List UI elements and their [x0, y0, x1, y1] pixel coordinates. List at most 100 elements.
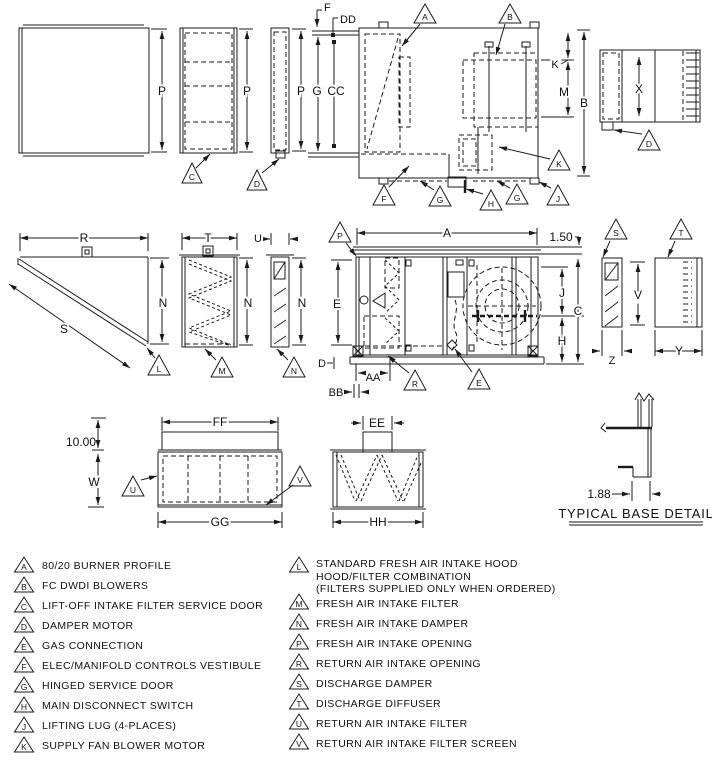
dim-label-u: U — [254, 233, 262, 245]
callout-e: E — [454, 348, 491, 390]
svg-text:J: J — [556, 194, 560, 204]
svg-text:L: L — [157, 364, 162, 374]
svg-text:A: A — [422, 12, 428, 22]
svg-text:HOOD/FILTER COMBINATION: HOOD/FILTER COMBINATION — [316, 571, 471, 583]
dim-label-a: A — [443, 226, 451, 240]
dim-label-b: B — [580, 96, 588, 110]
callout-t: T — [667, 217, 693, 258]
legend-item-u: U RETURN AIR INTAKE FILTER — [288, 713, 468, 730]
view-base-detail: 1.88 TYPICAL BASE DETAIL — [558, 392, 712, 526]
callout-l: L — [146, 347, 171, 376]
svg-text:R: R — [412, 379, 418, 389]
svg-text:LIFTING LUG (4-PLACES): LIFTING LUG (4-PLACES) — [42, 720, 176, 732]
svg-text:DISCHARGE DIFFUSER: DISCHARGE DIFFUSER — [316, 698, 441, 710]
view-discharge-damper: S V Z — [592, 217, 645, 369]
svg-text:T: T — [678, 228, 683, 238]
legend-item-k: K SUPPLY FAN BLOWER MOTOR — [13, 736, 205, 753]
view-fresh-air-hood: R S N L — [8, 229, 171, 376]
dim-label-e: E — [333, 297, 341, 311]
callout-v: V — [265, 464, 312, 506]
view-return-hood-front: FF 10.00 W U V GG — [66, 413, 312, 531]
dim-label-n-2: N — [244, 296, 253, 310]
dim-label-hh: HH — [369, 515, 386, 529]
svg-text:FRESH AIR INTAKE OPENING: FRESH AIR INTAKE OPENING — [316, 638, 472, 650]
view-fresh-air-filter: T N M — [179, 229, 254, 378]
legend-item-f: F ELEC/MANIFOLD CONTROLS VESTIBULE — [13, 656, 261, 673]
view-intake-filter-door: P C — [179, 27, 253, 184]
callout-a: A — [401, 3, 437, 47]
legend-item-n: N FRESH AIR INTAKE DAMPER — [288, 613, 469, 630]
svg-text:L: L — [297, 562, 302, 572]
callout-n: N — [276, 348, 306, 378]
svg-text:MAIN DISCONNECT SWITCH: MAIN DISCONNECT SWITCH — [42, 700, 194, 712]
dim-label-d: D — [318, 358, 326, 370]
dim-label-z: Z — [609, 355, 616, 367]
svg-text:V: V — [297, 475, 303, 485]
svg-text:K: K — [556, 159, 562, 169]
svg-text:G: G — [514, 193, 521, 203]
dim-label-k: K — [551, 59, 559, 71]
callout-u: U — [121, 474, 158, 497]
legend-item-b: B FC DWDI BLOWERS — [13, 576, 148, 593]
svg-text:80/20 BURNER PROFILE: 80/20 BURNER PROFILE — [42, 560, 171, 572]
callout-s: S — [602, 217, 628, 258]
svg-text:D: D — [646, 139, 652, 149]
svg-text:P: P — [337, 231, 343, 241]
svg-text:C: C — [21, 602, 27, 612]
svg-text:D: D — [254, 179, 260, 189]
callout-g-2: G — [496, 180, 529, 205]
svg-text:HINGED SERVICE DOOR: HINGED SERVICE DOOR — [42, 680, 174, 692]
dim-label-v: V — [634, 288, 642, 302]
svg-text:C: C — [189, 172, 195, 182]
legend-item-h: H MAIN DISCONNECT SWITCH — [13, 696, 194, 713]
svg-text:E: E — [476, 378, 482, 388]
svg-text:S: S — [296, 679, 302, 689]
svg-text:D: D — [21, 622, 27, 632]
svg-text:J: J — [22, 722, 26, 732]
svg-text:V: V — [296, 739, 302, 749]
callout-c: C — [181, 153, 211, 184]
view-front-panel: P — [18, 24, 168, 157]
svg-text:F: F — [381, 194, 386, 204]
dim-label-gg: GG — [211, 515, 230, 529]
svg-text:DISCHARGE DAMPER: DISCHARGE DAMPER — [316, 678, 433, 690]
svg-text:S: S — [613, 228, 619, 238]
dim-label-ee: EE — [369, 416, 385, 430]
svg-text:A: A — [21, 562, 27, 572]
dim-label-p-3: P — [297, 84, 305, 98]
dim-label-m: M — [559, 85, 569, 99]
dim-label-p-2: P — [243, 84, 251, 98]
svg-text:H: H — [488, 199, 494, 209]
legend-item-j: J LIFTING LUG (4-PLACES) — [13, 716, 176, 733]
svg-text:N: N — [296, 619, 302, 629]
svg-text:U: U — [130, 485, 136, 495]
dim-label-n-1: N — [159, 296, 168, 310]
svg-text:M: M — [295, 599, 302, 609]
svg-text:FRESH AIR INTAKE FILTER: FRESH AIR INTAKE FILTER — [316, 598, 459, 610]
legend-right: L STANDARD FRESH AIR INTAKE HOOD HOOD/FI… — [288, 556, 555, 750]
svg-text:B: B — [507, 12, 513, 22]
view-return-filter-section: EE HH — [330, 414, 426, 531]
dim-label-j: J — [559, 286, 565, 300]
dim-label-bb: BB — [329, 387, 344, 399]
dim-label-f: F — [324, 2, 331, 14]
dim-label-x: X — [635, 82, 643, 96]
callout-d-right: D — [613, 128, 661, 151]
dim-label-h: H — [558, 334, 567, 348]
svg-text:FRESH AIR INTAKE DAMPER: FRESH AIR INTAKE DAMPER — [316, 618, 469, 630]
svg-text:K: K — [21, 742, 27, 752]
legend-item-m: M FRESH AIR INTAKE FILTER — [288, 593, 459, 610]
callout-d-top: D — [246, 158, 280, 191]
callout-b: B — [495, 3, 522, 56]
svg-text:T: T — [296, 699, 301, 709]
svg-text:B: B — [21, 582, 27, 592]
svg-text:G: G — [437, 195, 444, 205]
svg-text:RETURN AIR INTAKE FILTER: RETURN AIR INTAKE FILTER — [316, 718, 468, 730]
callout-g-1: G — [419, 180, 452, 207]
legend-item-p: P FRESH AIR INTAKE OPENING — [288, 633, 472, 650]
svg-text:R: R — [296, 659, 302, 669]
view-intake-damper-side: P D — [246, 27, 307, 191]
callout-f: F — [372, 165, 410, 206]
dim-label-dd: DD — [340, 14, 356, 26]
